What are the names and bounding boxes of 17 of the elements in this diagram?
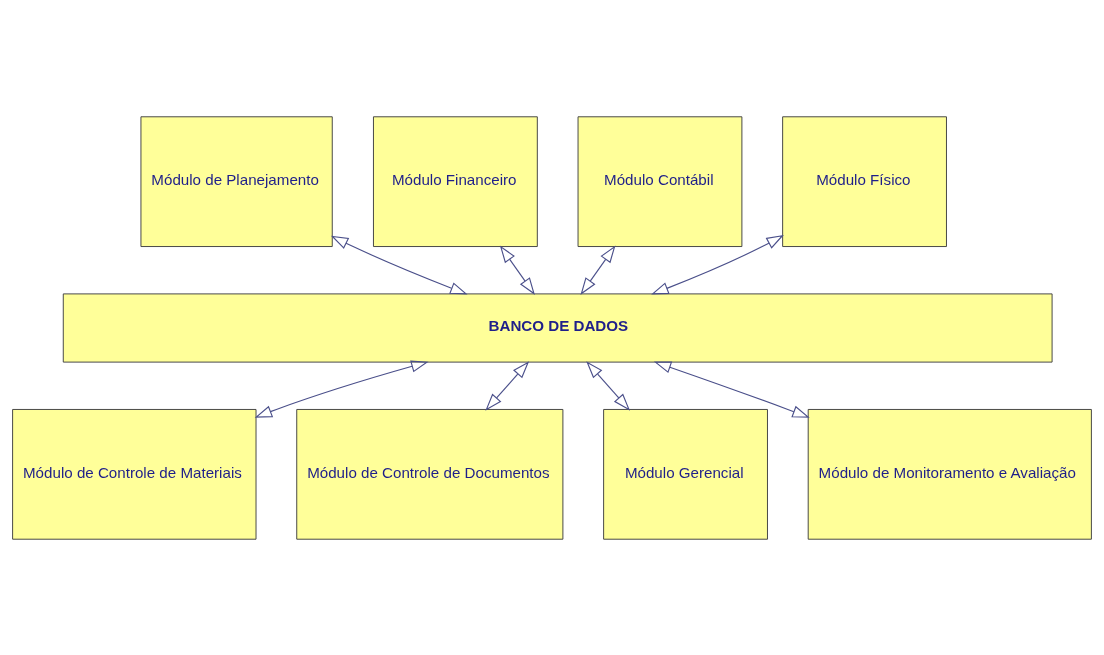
arrow <box>586 360 631 411</box>
node-box: Módulo de Controle de Documentos <box>296 408 564 540</box>
node-box: Módulo de Controle de Materiais <box>12 408 257 540</box>
arrow <box>254 360 429 418</box>
node-box: Módulo Contábil <box>577 115 743 247</box>
arrow <box>499 244 535 295</box>
arrow <box>653 361 810 418</box>
arrow <box>580 244 616 295</box>
node-box: Módulo Gerencial <box>603 408 768 540</box>
node-box: Módulo de Planejamento <box>140 115 333 247</box>
node-box: Módulo Financeiro <box>373 115 538 247</box>
arrow <box>330 235 468 294</box>
node-box: Módulo de Monitoramento e Avaliação <box>807 408 1092 540</box>
node-box: BANCO DE DADOS <box>62 292 1053 363</box>
arrow <box>651 234 784 294</box>
node-box: Módulo Físico <box>782 115 947 247</box>
arrow <box>485 360 530 411</box>
